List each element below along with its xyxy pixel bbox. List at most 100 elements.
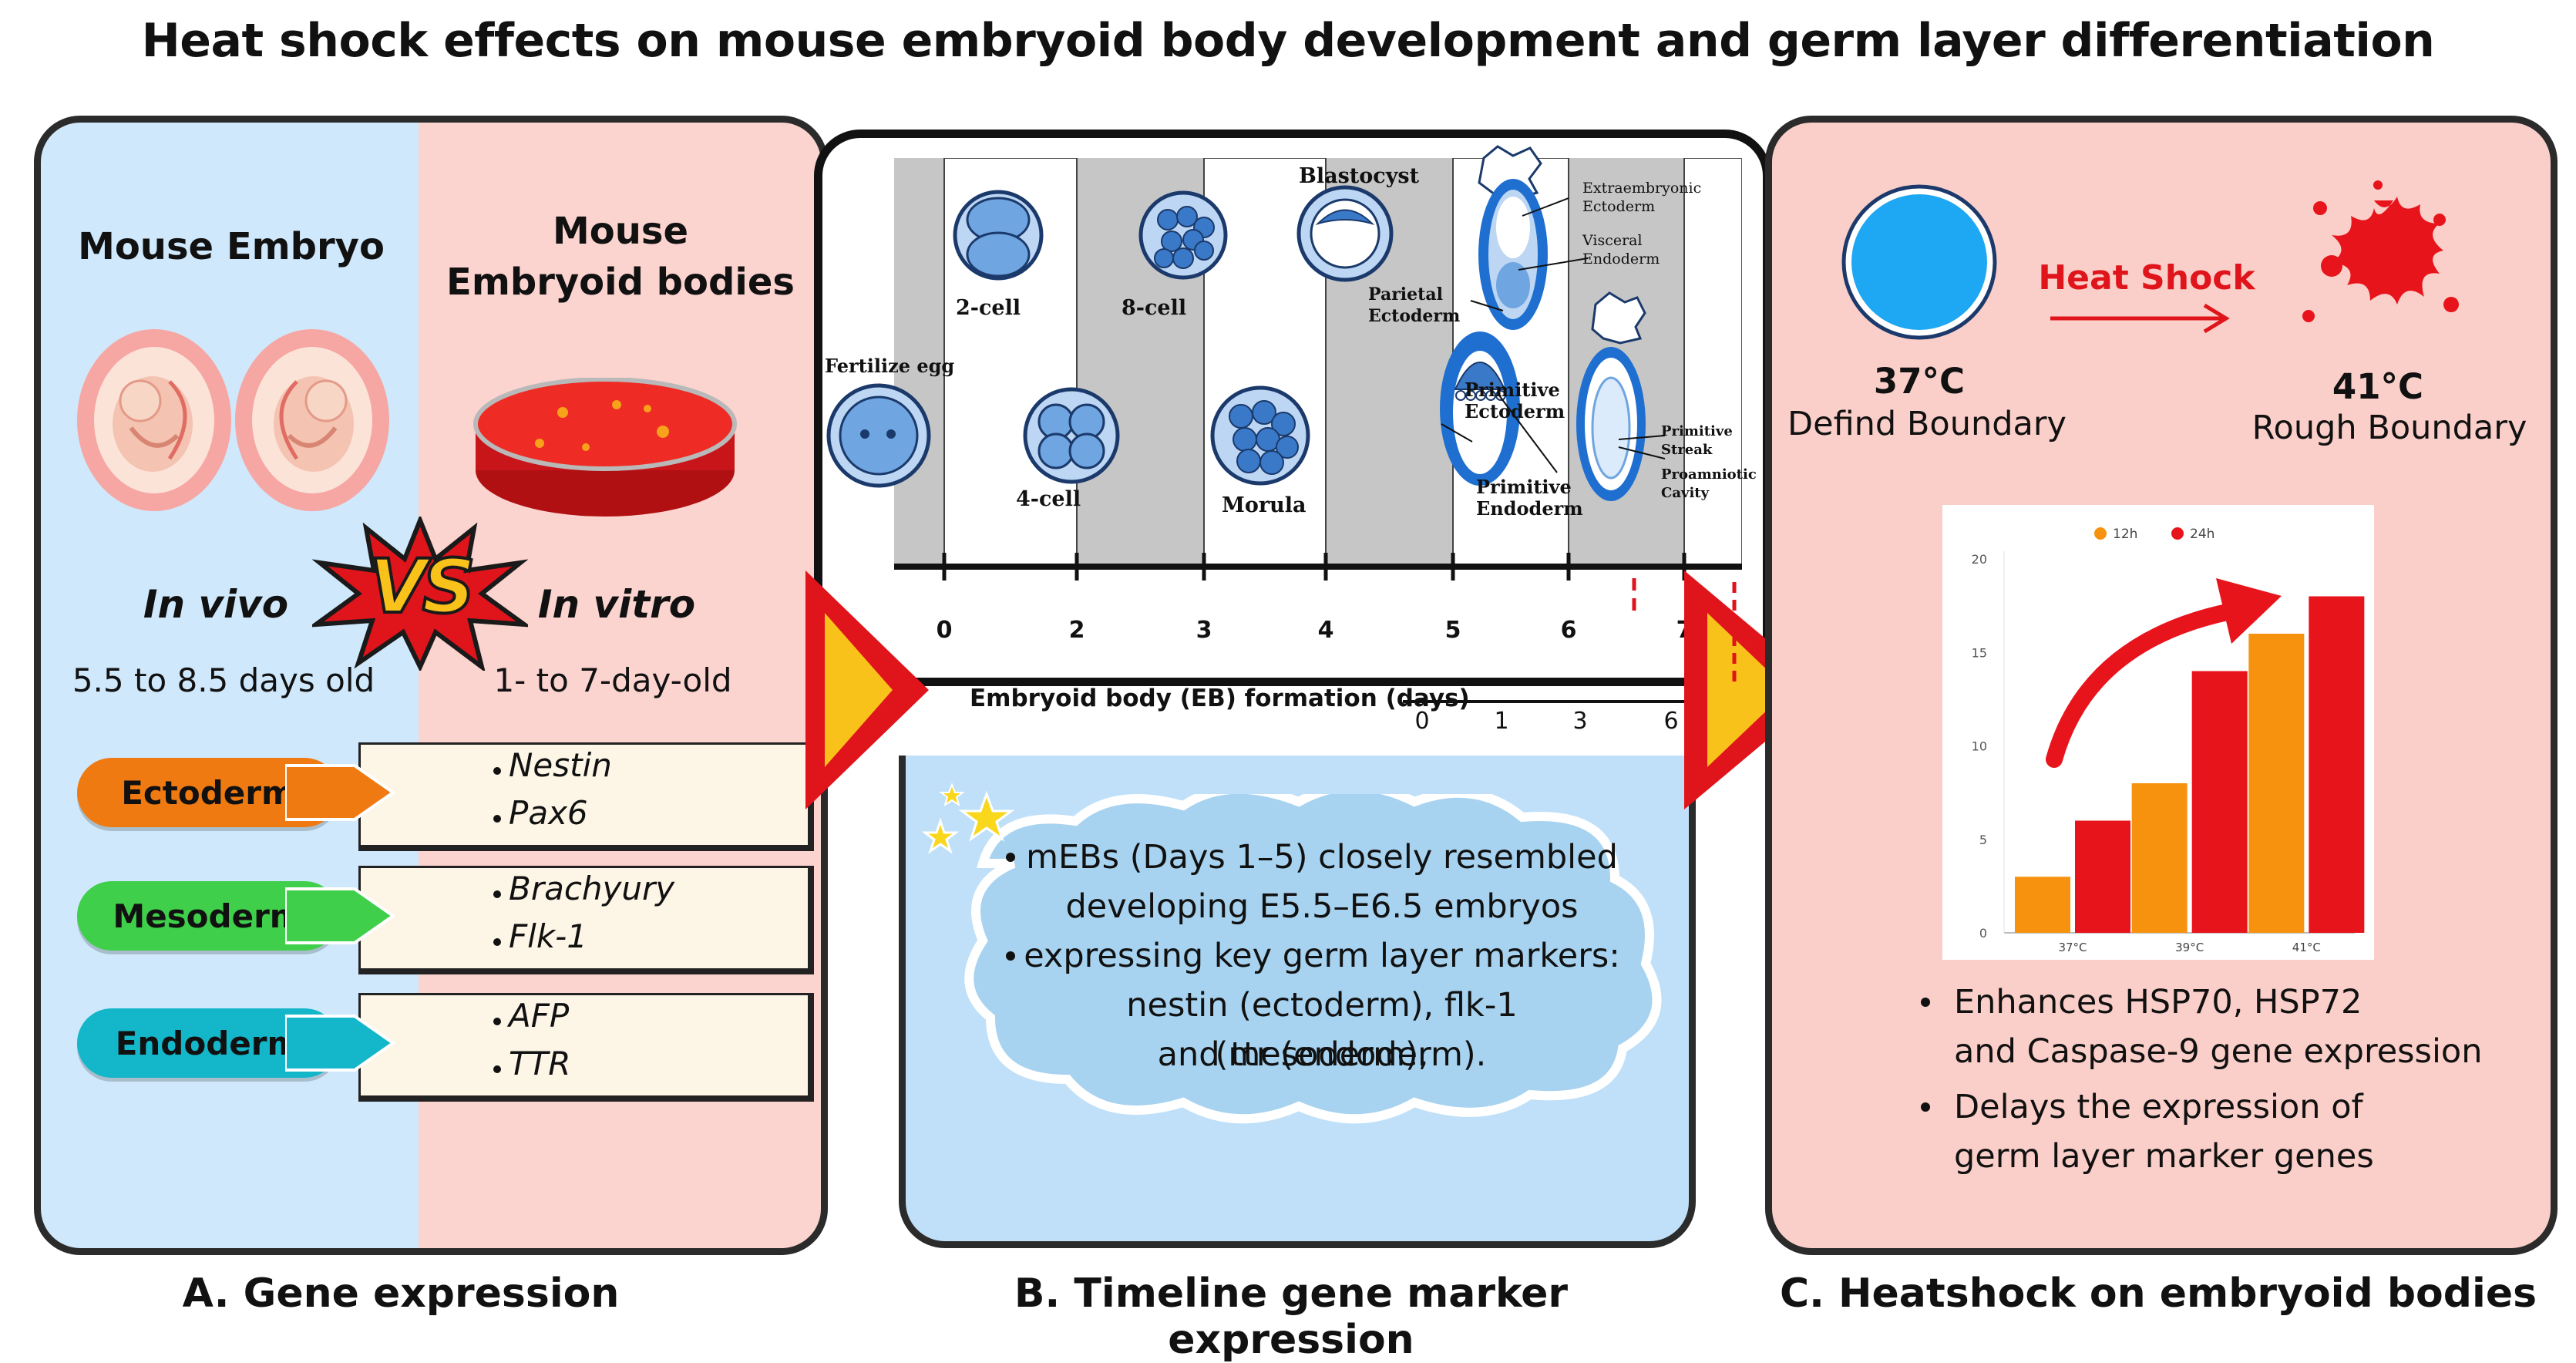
legend-label-12h: 12h [2113,527,2137,542]
eb-tick-label: 6 [1663,708,1679,735]
timeline-tick-label: 4 [1317,617,1334,644]
marker-bullet [493,890,501,898]
bar-24h-2 [2309,596,2365,933]
eb-tick-label: 0 [1414,708,1430,735]
marker-nestin: Nestin [509,746,612,784]
bar-12h-0 [2015,877,2070,933]
bar-12h-1 [2131,783,2188,933]
in-vitro-age: 1- to 7-day-old [493,661,732,699]
marker-flk-1: Flk-1 [509,917,588,955]
timeline-tick-label: 6 [1560,617,1577,644]
marker-bullet [493,815,501,823]
cloud-line: expressing key germ layer markers: [1024,937,1620,975]
mouse-embryo-heading: Mouse Embryo [78,225,385,268]
y-tick-label: 20 [1972,552,1987,567]
timeline-tick-label: 0 [936,617,953,644]
c-bullet-line: germ layer marker genes [1954,1137,2374,1176]
legend-swatch-12h [2094,527,2107,540]
marker-bullet [493,1018,501,1025]
c-bullet-line: Enhances HSP70, HSP72 [1954,983,2362,1021]
bar-24h-1 [2191,671,2248,933]
summary-cloud [964,794,1662,1124]
figure-title: Heat shock effects on mouse embryoid bod… [141,14,2435,68]
marker-pax6: Pax6 [509,794,588,832]
c-bullet-line: and Caspase-9 gene expression [1954,1032,2483,1071]
embryoid-heading-line1: Mouse [552,210,689,253]
trend-arrow-icon [2046,601,2251,768]
marker-ttr: TTR [509,1045,571,1082]
eb-tick-label: 1 [1494,708,1509,735]
marker-afp: AFP [509,997,570,1035]
embryoid-heading-line2: Embryoid bodies [446,261,795,304]
cloud-line: developing E5.5–E6.5 embryos [1065,887,1579,926]
cloud-line: nestin (ectoderm), flk-1 (mesoderm), [1126,986,1518,1074]
marker-box-mesoderm [358,866,814,974]
caption-c: C. Heatshock on embryoid bodies [1779,1270,2537,1317]
label-8-cell: 8-cell [1122,296,1187,320]
heat-shock-label: Heat Shock [2038,258,2255,298]
normal-eb-circle [1841,184,1997,340]
arrow-a-to-b [805,570,929,809]
in-vitro-label: In vitro [537,582,696,627]
timeline-tick-label: 5 [1444,617,1461,644]
development-timeline [894,158,1742,613]
trend-arrow-head [2216,578,2282,644]
versus-label: VS [368,542,476,631]
eb-formation-label: Embryoid body (EB) formation (days) [970,685,1470,712]
y-tick-label: 15 [1972,645,1987,660]
rough-boundary-label: Rough Boundary [2251,409,2527,447]
petri-dish-icon [473,378,737,517]
star-icon [921,782,1015,854]
label-morula: Morula [1222,493,1306,517]
label-blastocyst: Blastocyst [1299,164,1420,188]
marker-bullet [493,938,501,946]
layer-arrow-icon [285,764,396,821]
arrow-b-to-c [1684,570,1827,809]
c-bullet-dot [1921,998,1930,1007]
c-bullet-line: Delays the expression of [1954,1088,2363,1126]
y-tick-label: 10 [1972,739,1987,754]
label-2-cell: 2-cell [956,296,1021,320]
x-tick-label: 37°C [2058,941,2087,954]
cell-stage-illustrations [826,145,1666,501]
c-bullet-dot [1921,1102,1930,1112]
layer-arrow-icon [285,887,396,944]
x-tick-label: 39°C [2175,941,2204,954]
defined-boundary-label: Defind Boundary [1787,405,2067,443]
cloud-bullet-dot [1006,951,1015,961]
layer-arrow-icon [285,1015,396,1072]
cloud-bullet-dot [1006,853,1015,862]
temp-37-label: 37°C [1873,361,1966,402]
label-fertilized-egg: Fertilize egg [825,355,955,377]
cloud-line: and ttr (endoderm). [1157,1035,1487,1074]
marker-brachyury: Brachyury [509,870,675,907]
label-4-cell: 4-cell [1016,487,1081,511]
mouse-embryo-illustration [77,329,389,511]
in-vivo-label: In vivo [143,582,289,627]
cloud-line: mEBs (Days 1–5) closely resembled [1026,838,1618,877]
marker-bullet [493,767,501,775]
timeline-tick-label: 3 [1196,617,1212,644]
legend-swatch-24h [2171,527,2184,540]
heat-shock-arrow [2050,303,2230,334]
caption-a: A. Gene expression [182,1270,620,1317]
y-tick-label: 5 [1979,833,1987,847]
timeline-tick-label: 2 [1068,617,1085,644]
bar-24h-0 [2075,820,2130,933]
temp-41-label: 41°C [2332,366,2424,407]
legend-label-24h: 24h [2190,527,2214,542]
in-vivo-age: 5.5 to 8.5 days old [72,661,375,699]
versus-burst-icon [312,517,528,671]
x-tick-label: 41°C [2292,941,2321,954]
eb-tick-label: 3 [1572,708,1588,735]
marker-bullet [493,1065,501,1073]
caption-b: B. Timeline gene marker expression [1014,1270,1569,1363]
marker-box-endoderm [358,993,814,1102]
